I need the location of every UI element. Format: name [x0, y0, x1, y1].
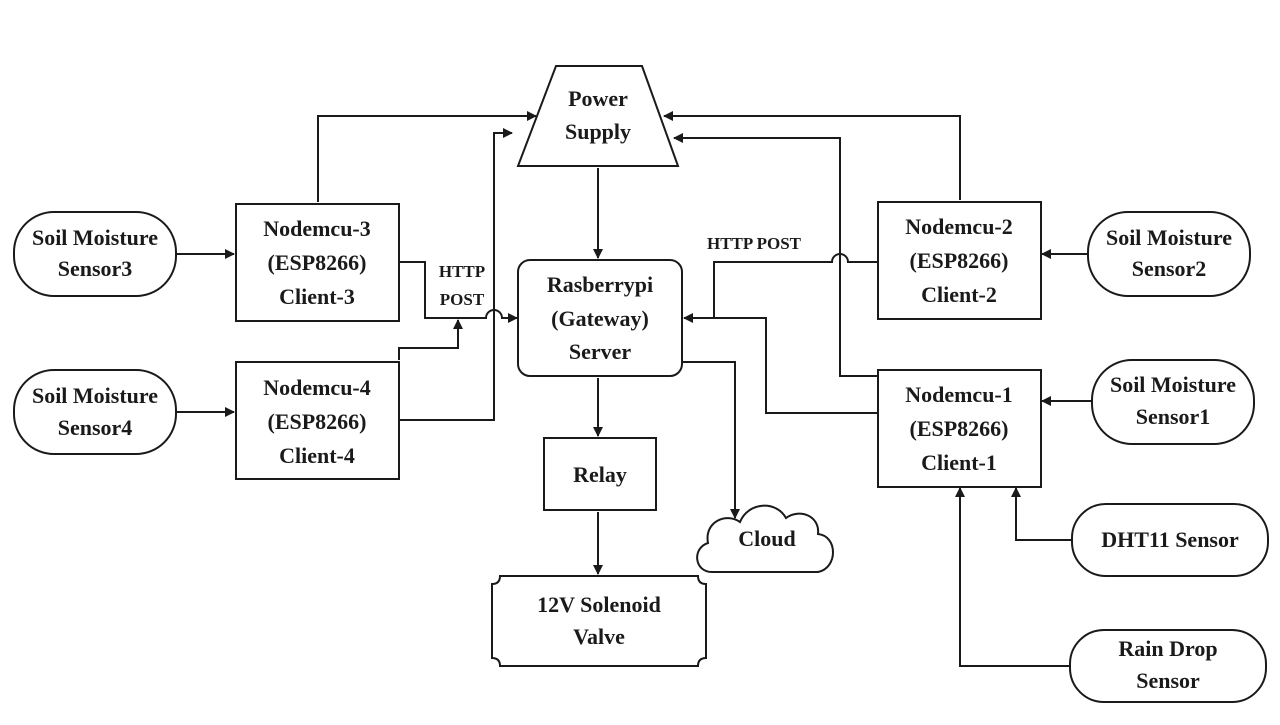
solenoid-valve-node: 12V Solenoid Valve [491, 575, 707, 667]
relay-node: Relay [543, 437, 657, 511]
nodemcu-4-label-line3: Client-4 [279, 443, 355, 468]
http-post-right-label: HTTP POST [707, 234, 802, 253]
edge-nodemcu4-to-power [399, 128, 513, 421]
soil-moisture-sensor-4-node: Soil Moisture Sensor4 [13, 369, 177, 455]
soil-sensor-3-label-line2: Sensor3 [58, 256, 133, 281]
edge-nodemcu1-to-gateway [714, 317, 878, 414]
relay-label: Relay [573, 462, 627, 487]
rain-drop-sensor-node: Rain Drop Sensor [1069, 629, 1267, 703]
nodemcu-2-label-line2: (ESP8266) [910, 248, 1009, 273]
edge-nodemcu3-to-gateway [399, 261, 518, 323]
nodemcu-2-node: Nodemcu-2 (ESP8266) Client-2 [877, 201, 1042, 320]
nodemcu-3-label-line2: (ESP8266) [268, 250, 367, 275]
nodemcu-1-label-line2: (ESP8266) [910, 416, 1009, 441]
edge-nodemcu1-to-power [673, 133, 878, 377]
soil-moisture-sensor-1-node: Soil Moisture Sensor1 [1091, 359, 1255, 445]
dht11-sensor-label: DHT11 Sensor [1101, 527, 1239, 552]
nodemcu-3-label-line1: Nodemcu-3 [263, 216, 371, 241]
nodemcu-3-node: Nodemcu-3 (ESP8266) Client-3 [235, 203, 400, 322]
edge-gateway-to-cloud [682, 361, 740, 519]
cloud-icon [696, 504, 834, 573]
nodemcu-4-node: Nodemcu-4 (ESP8266) Client-4 [235, 361, 400, 480]
edge-rain-to-nodemcu1 [955, 487, 1070, 667]
rain-sensor-label-line2: Sensor [1136, 668, 1200, 693]
edge-dht11-to-nodemcu1 [1011, 487, 1072, 541]
soil-sensor-2-label-line1: Soil Moisture [1106, 225, 1232, 250]
nodemcu-2-label-line1: Nodemcu-2 [905, 214, 1013, 239]
soil-sensor-1-label-line2: Sensor1 [1136, 404, 1211, 429]
power-supply-label-line2: Supply [565, 119, 631, 144]
nodemcu-3-label-line3: Client-3 [279, 284, 355, 309]
connectors [176, 111, 1092, 667]
gateway-label-line1: Rasberrypi [547, 272, 653, 297]
nodemcu-4-label-line1: Nodemcu-4 [263, 375, 371, 400]
http-post-left-label-line2: POST [440, 290, 485, 309]
edge-nodemcu2-to-gateway [683, 253, 878, 323]
soil-sensor-3-label-line1: Soil Moisture [32, 225, 158, 250]
rain-sensor-label-line1: Rain Drop [1118, 636, 1217, 661]
cloud-node: Cloud [696, 504, 834, 573]
http-post-left-label-line1: HTTP [439, 262, 485, 281]
edge-nodemcu4-to-gateway [398, 319, 463, 360]
nodemcu-1-node: Nodemcu-1 (ESP8266) Client-1 [877, 369, 1042, 488]
solenoid-label-line1: 12V Solenoid [537, 592, 661, 617]
soil-sensor-4-label-line2: Sensor4 [58, 415, 133, 440]
gateway-node: Rasberrypi (Gateway) Server [517, 259, 683, 377]
cloud-label: Cloud [738, 526, 795, 551]
soil-sensor-2-label-line2: Sensor2 [1132, 256, 1207, 281]
soil-moisture-sensor-2-node: Soil Moisture Sensor2 [1087, 211, 1251, 297]
nodemcu-1-label-line1: Nodemcu-1 [905, 382, 1013, 407]
soil-sensor-1-label-line1: Soil Moisture [1110, 372, 1236, 397]
power-supply-node: Power Supply [516, 65, 680, 167]
soil-moisture-sensor-3-node: Soil Moisture Sensor3 [13, 211, 177, 297]
nodemcu-4-label-line2: (ESP8266) [268, 409, 367, 434]
nodemcu-1-label-line3: Client-1 [921, 450, 997, 475]
solenoid-label-line2: Valve [573, 624, 625, 649]
gateway-label-line2: (Gateway) [551, 306, 649, 331]
soil-sensor-4-label-line1: Soil Moisture [32, 383, 158, 408]
nodemcu-2-label-line3: Client-2 [921, 282, 997, 307]
edge-nodemcu2-to-power [663, 111, 961, 200]
edge-nodemcu3-to-power [317, 111, 537, 202]
power-supply-label-line1: Power [568, 86, 628, 111]
dht11-sensor-node: DHT11 Sensor [1071, 503, 1269, 577]
gateway-label-line3: Server [569, 339, 632, 364]
